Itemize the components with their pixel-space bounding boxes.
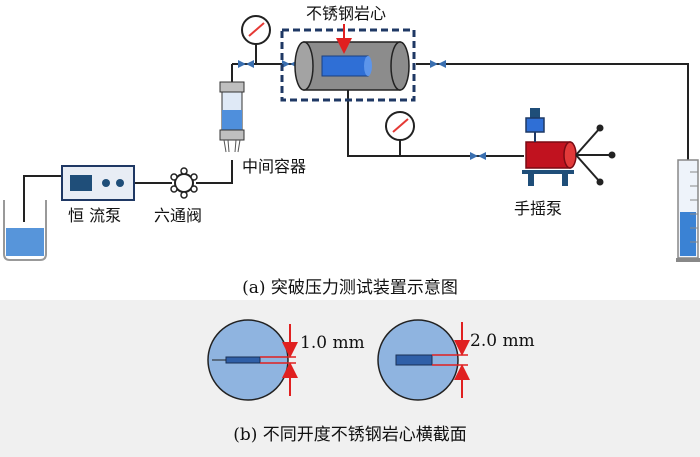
cross-section-panel: 1.0 mm 2.0 mm (b) 不同开度不锈钢岩心横截面 xyxy=(0,300,700,457)
pipeline xyxy=(23,44,689,222)
cross-section-2mm xyxy=(377,319,470,401)
pressure-gauge xyxy=(241,15,271,45)
hand-pump xyxy=(522,108,616,186)
caption-a: (a) 突破压力测试装置示意图 xyxy=(242,278,458,298)
inline-valve xyxy=(238,60,254,68)
constant-flow-pump xyxy=(61,165,135,201)
pressure-gauge xyxy=(385,111,415,141)
cross-section-1mm xyxy=(207,319,298,401)
core-holder xyxy=(280,28,416,102)
beaker xyxy=(3,200,47,261)
caption-b: (b) 不同开度不锈钢岩心横截面 xyxy=(233,425,467,445)
apparatus-schematic: 不锈钢岩心 中间容器 恒 流泵 xyxy=(3,4,700,298)
intermediate-container-label: 中间容器 xyxy=(242,157,306,176)
inline-valve xyxy=(470,152,486,160)
intermediate-container xyxy=(219,81,245,153)
constant-flow-pump-label: 恒 流泵 xyxy=(68,206,121,225)
six-way-valve-label: 六通阀 xyxy=(154,206,202,225)
inline-valve xyxy=(282,60,298,68)
opening-2mm-label: 2.0 mm xyxy=(470,331,535,351)
measuring-cylinder xyxy=(676,159,700,262)
opening-1mm-label: 1.0 mm xyxy=(300,333,365,353)
inline-valve xyxy=(430,60,446,68)
six-way-valve xyxy=(170,167,198,199)
core-title: 不锈钢岩心 xyxy=(306,4,386,23)
hand-pump-label: 手摇泵 xyxy=(514,199,562,218)
